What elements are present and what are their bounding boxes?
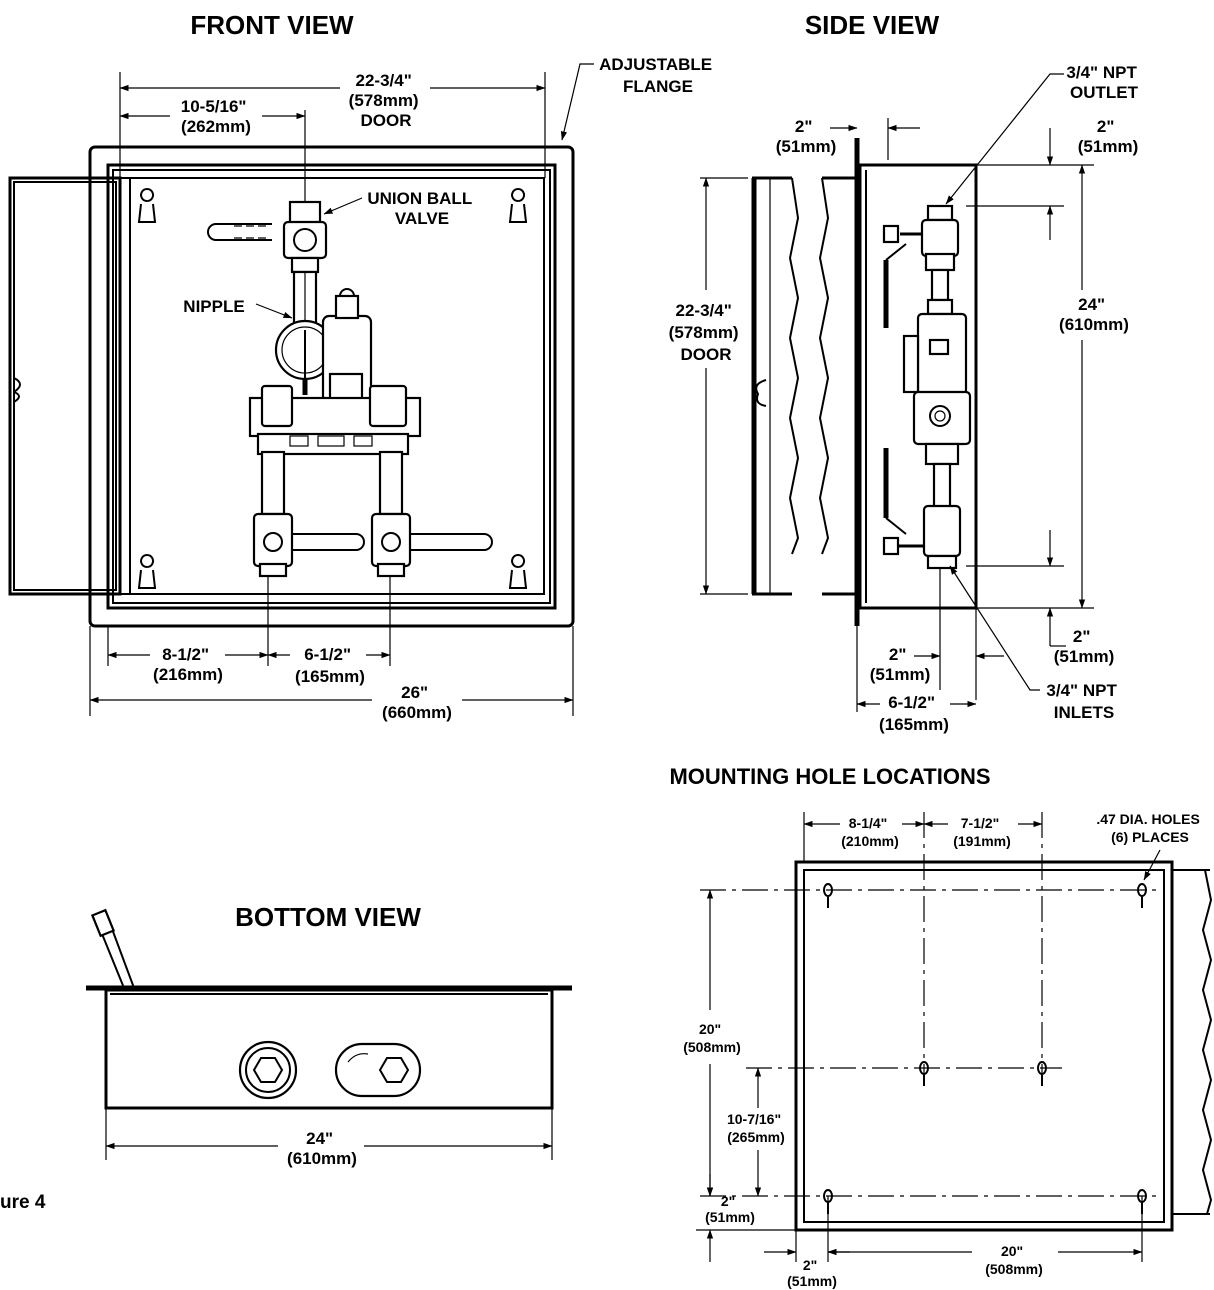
dim-left-inlet: 8-1/2" (216mm) (153, 645, 223, 684)
dim-left-horizontal: 2" (51mm) (787, 1257, 837, 1289)
dim-hole-a: 8-1/4" (210mm) (841, 815, 899, 849)
front-flange (88, 145, 575, 628)
dim-inlet-depth: 2" (51mm) (870, 645, 930, 684)
dim-hole-b: 7-1/2" (191mm) (953, 815, 1011, 849)
dim-box-height: 24" (610mm) (1059, 295, 1129, 334)
dim-door-width: 22-3/4" (578mm) DOOR (349, 71, 424, 130)
dim-overall-width: 26" (660mm) (382, 683, 452, 722)
callout-union-ball-valve: UNION BALL VALVE (367, 189, 476, 228)
mounting-view: 8-1/4" (210mm) 7-1/2" (191mm) .47 DIA. H… (683, 811, 1213, 1289)
dim-mount-horizontal: 20" (508mm) (985, 1243, 1043, 1277)
dim-inlet-spacing: 6-1/2" (165mm) (295, 645, 365, 686)
dim-bottom-vertical: 2" (51mm) (705, 1193, 755, 1225)
mounting-hole-icon (823, 883, 1148, 1214)
union-ball-valve (207, 200, 328, 326)
figure-caption: ure 4 (0, 1192, 46, 1213)
dim-middle-height: 10-7/16" (265mm) (727, 1111, 785, 1145)
callout-nipple: NIPPLE (183, 297, 244, 316)
dim-box-depth: 6-1/2" (165mm) (879, 693, 949, 734)
callout-adjustable-flange: ADJUSTABLE FLANGE (599, 55, 717, 96)
callout-npt-inlets: 3/4" NPT INLETS (1046, 681, 1121, 722)
dim-bottom-offset: 2" (51mm) (1054, 627, 1114, 666)
side-view: 3/4" NPT OUTLET 2" (51mm) 2" (51mm) 22-3… (669, 63, 1141, 734)
dim-top-offset: 2" (51mm) (1078, 117, 1138, 156)
thermometer-gauge-icon (274, 319, 336, 395)
dim-door-height: 22-3/4" (578mm) DOOR (669, 301, 744, 364)
hex-fitting-icon (238, 1040, 422, 1100)
side-latch-icon (755, 379, 767, 407)
inlet-valves (252, 450, 493, 578)
bottom-view-title: BOTTOM VIEW (235, 902, 421, 932)
dim-bottom-width: 24" (610mm) (287, 1129, 357, 1168)
front-view: 22-3/4" (578mm) DOOR 10-5/16" (262mm) AD… (8, 55, 717, 722)
callout-mounting-holes: .47 DIA. HOLES (6) PLACES (1096, 811, 1203, 845)
front-box (106, 163, 557, 610)
dim-flange-depth: 2" (51mm) (776, 117, 836, 156)
front-door (8, 176, 122, 596)
callout-npt-outlet: 3/4" NPT OUTLET (1066, 63, 1141, 102)
side-view-title: SIDE VIEW (805, 10, 940, 40)
side-valve-assembly (882, 204, 972, 570)
door-latch-icon (13, 377, 21, 403)
dim-valve-offset: 10-5/16" (262mm) (181, 97, 251, 136)
mixing-valve-body (248, 288, 422, 456)
front-view-title: FRONT VIEW (190, 10, 354, 40)
bottom-view: 24" (610mm) (86, 908, 572, 1168)
keyhole-slot-icon (137, 188, 528, 589)
dim-mount-vertical: 20" (508mm) (683, 1021, 741, 1055)
mounting-view-title: MOUNTING HOLE LOCATIONS (669, 764, 990, 789)
